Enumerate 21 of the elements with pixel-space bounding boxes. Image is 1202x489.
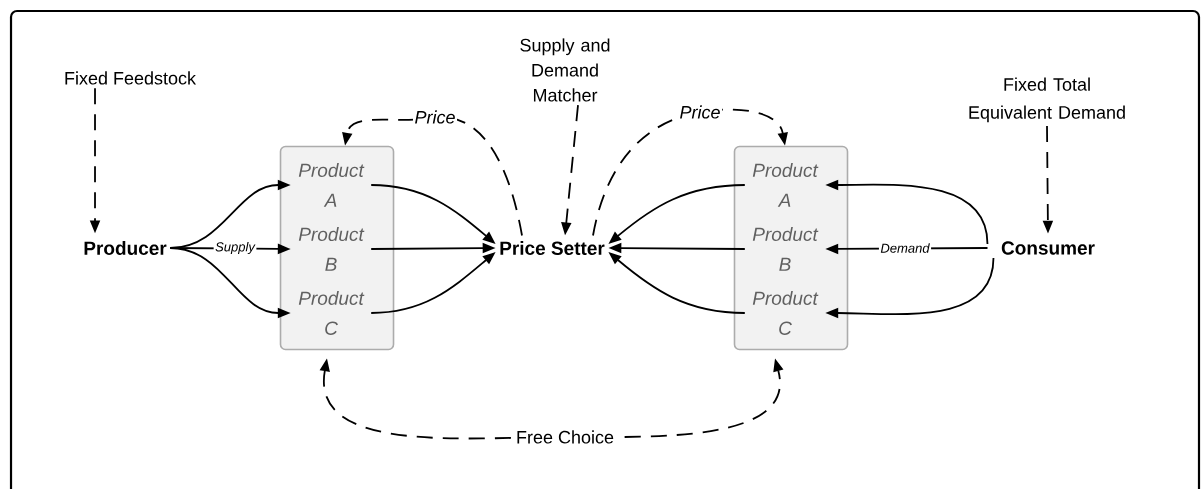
edge-label: Demand <box>878 241 932 255</box>
edge-label: Free Choice <box>514 428 616 446</box>
arrow <box>342 116 523 237</box>
product-label: Product B <box>752 227 819 271</box>
heading-text: Fixed Feedstock <box>65 71 197 85</box>
heading-text: Fixed Total Equivalent Demand <box>969 77 1125 123</box>
product-group-box <box>733 145 849 351</box>
product-label: Product A <box>298 163 365 207</box>
product-label: Product C <box>298 291 365 335</box>
product-group-box <box>279 145 395 351</box>
edge-label: Price <box>678 103 722 121</box>
edge-label: Supply <box>213 240 257 256</box>
node-label: Price Setter <box>500 241 605 255</box>
arrow <box>592 108 788 237</box>
product-label: Product C <box>752 291 819 335</box>
heading-text: Supply and Demand Matcher <box>520 38 610 102</box>
edge-label: Price <box>413 108 457 126</box>
product-label: Product B <box>298 227 365 271</box>
product-label: Product A <box>752 163 819 207</box>
node-label: Producer <box>84 241 167 255</box>
node-label: Consumer <box>1001 241 1095 255</box>
